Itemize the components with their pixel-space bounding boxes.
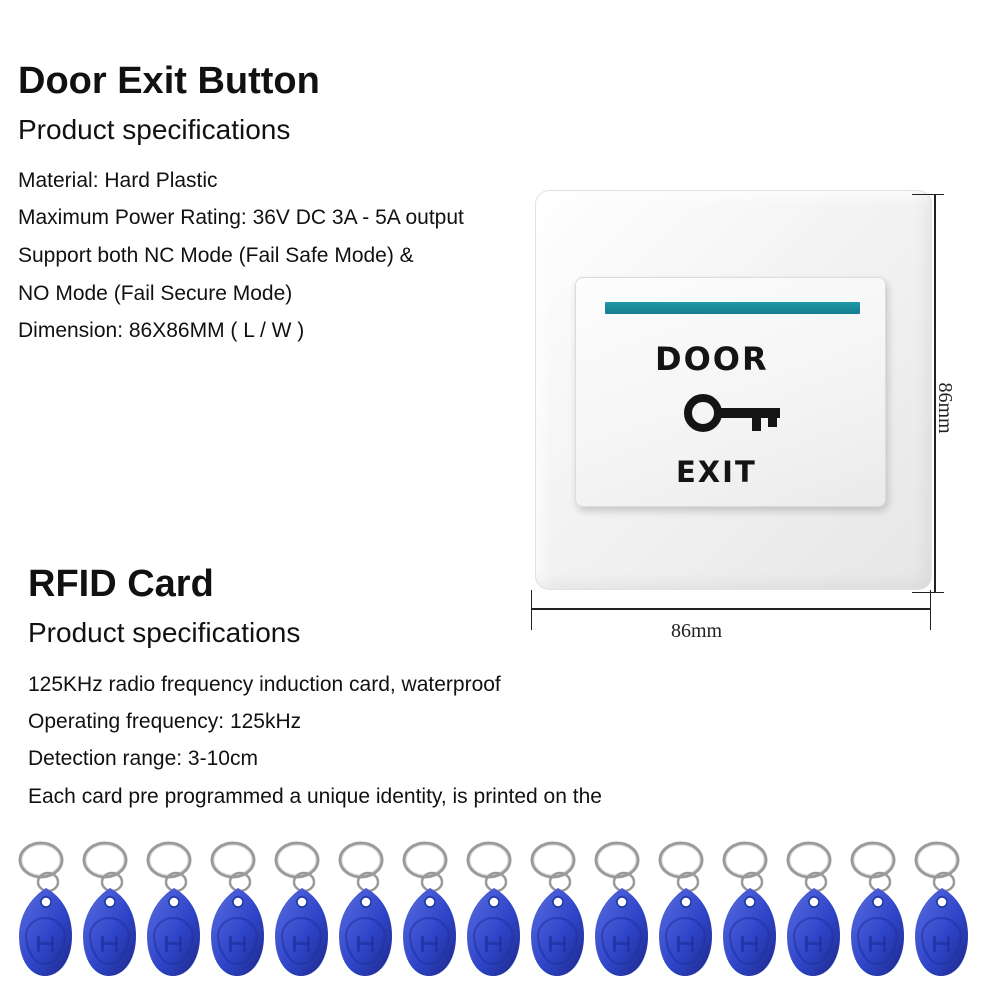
rfid-keyfob [462,838,526,988]
height-dim-label: 86mm [934,382,956,434]
rfid-keyfob [334,838,398,988]
rfid-keyfob [78,838,142,988]
exit-button-title: Door Exit Button [18,60,320,102]
width-dim-label: 86mm [671,620,723,642]
exit-spec-material: Material: Hard Plastic [18,169,218,192]
rfid-keyfob [910,838,974,988]
button-label-door: DOOR [655,340,769,378]
exit-spec-dimension: Dimension: 86X86MM ( L / W ) [18,319,305,342]
rfid-spec-range: Detection range: 3-10cm [28,747,258,770]
rfid-keyfob-row [14,838,986,988]
height-dim-tick-bottom [912,592,944,593]
rfid-keyfob [846,838,910,988]
rfid-title: RFID Card [28,563,214,605]
rfid-subtitle: Product specifications [28,617,301,648]
rfid-keyfob [718,838,782,988]
key-icon [682,392,792,438]
exit-spec-power: Maximum Power Rating: 36V DC 3A - 5A out… [18,206,464,229]
indicator-strip [605,302,860,314]
rfid-keyfob [14,838,78,988]
rfid-keyfob [142,838,206,988]
width-dim-line [531,608,931,610]
rfid-keyfob [526,838,590,988]
rfid-spec-type: 125KHz radio frequency induction card, w… [28,673,501,696]
rfid-keyfob [654,838,718,988]
width-dim-tick-right [930,590,931,630]
width-dim-tick-left [531,590,532,630]
exit-button-face [575,277,886,507]
exit-spec-modes: Support both NC Mode (Fail Safe Mode) & [18,244,414,267]
rfid-spec-identity: Each card pre programmed a unique identi… [28,785,602,808]
height-dim-line [934,194,936,592]
rfid-spec-frequency: Operating frequency: 125kHz [28,710,302,733]
exit-spec-modes-cont: NO Mode (Fail Secure Mode) [18,282,293,305]
button-label-exit: EXIT [676,455,757,489]
rfid-keyfob [206,838,270,988]
exit-button-subtitle: Product specifications [18,114,291,145]
rfid-keyfob [590,838,654,988]
rfid-keyfob [398,838,462,988]
height-dim-tick-top [912,194,944,195]
rfid-keyfob [270,838,334,988]
rfid-keyfob [782,838,846,988]
